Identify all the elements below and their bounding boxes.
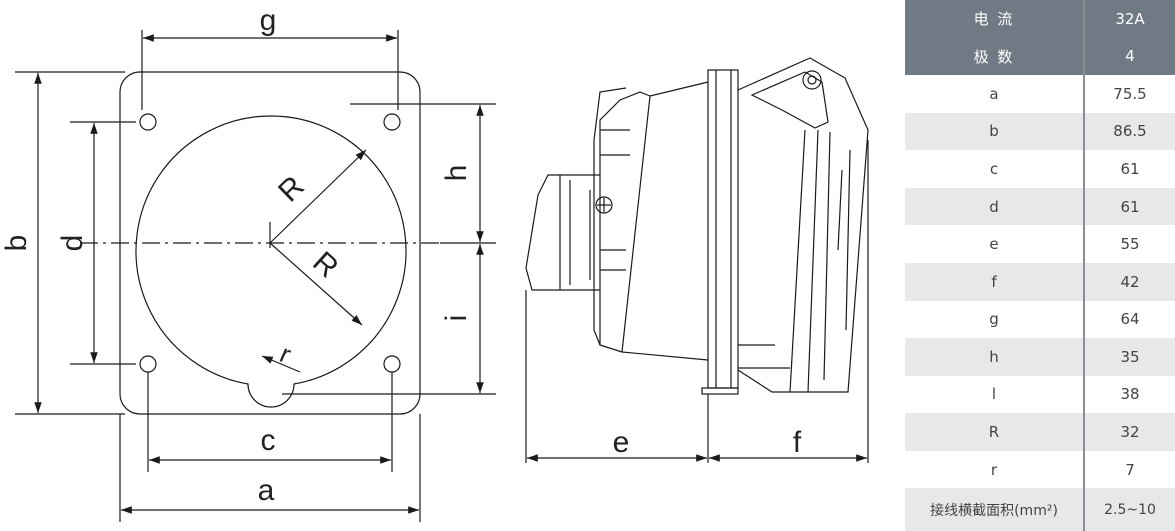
table-row-current: 电 流 32A <box>905 0 1175 38</box>
row-value: 86.5 <box>1084 112 1175 151</box>
row-label: 接线横截面积(mm²) <box>905 488 1085 531</box>
label-f: f <box>793 426 802 459</box>
row-label: g <box>905 300 1085 339</box>
row-value: 42 <box>1084 262 1175 301</box>
row-value: 38 <box>1120 385 1140 404</box>
row-label: l <box>905 375 1085 414</box>
table-row: d 61 <box>905 187 1175 226</box>
mount-hole <box>139 113 157 131</box>
table-row: f 42 <box>905 262 1175 301</box>
row-value: 2.5~10 <box>1084 488 1175 531</box>
table-row-cross-section: 接线横截面积(mm²) 2.5~10 <box>905 488 1175 531</box>
table-row-poles: 极 数 4 <box>905 37 1175 76</box>
front-socket-outline <box>135 115 407 408</box>
row-label: c <box>905 150 1085 188</box>
row-label: R <box>905 413 1085 451</box>
label-a: a <box>258 474 275 507</box>
spec-table: 电 流 32A 极 数 4 a 75.5 b 86.5 c 61 d 61 e … <box>905 0 1175 531</box>
label-b: b <box>0 235 33 252</box>
label-g: g <box>260 4 277 37</box>
row-label: e <box>905 225 1085 263</box>
row-label: r <box>905 450 1085 489</box>
row-label: 电 流 <box>905 0 1085 38</box>
dimension-diagram: g b d h i R R r c a e f <box>0 4 869 522</box>
dim-R-lower-line <box>269 242 363 326</box>
mount-hole <box>383 113 401 131</box>
row-label: h <box>905 338 1085 376</box>
dim-r-line <box>261 355 301 373</box>
row-value: 75.5 <box>1113 84 1147 103</box>
table-row: e 55 <box>905 225 1175 263</box>
row-value: 55 <box>1120 235 1140 254</box>
label-c: c <box>261 424 276 457</box>
row-value: 61 <box>1120 160 1140 179</box>
row-value: 7 <box>1125 460 1135 479</box>
table-row: g 64 <box>905 300 1175 339</box>
table-row: c 61 <box>905 150 1175 188</box>
table-row: R 32 <box>905 413 1175 451</box>
row-label: b <box>905 112 1085 151</box>
row-value: 35 <box>1084 338 1175 376</box>
table-row: b 86.5 <box>905 112 1175 151</box>
side-view <box>525 57 869 395</box>
label-r: r <box>276 338 296 369</box>
mount-hole <box>383 355 401 373</box>
table-row: a 75.5 <box>905 75 1175 113</box>
table-row: l 38 <box>905 375 1175 414</box>
mount-hole <box>139 355 157 373</box>
dim-R-upper-line <box>269 149 367 244</box>
row-value: 4 <box>1084 37 1175 76</box>
label-h: h <box>440 165 473 182</box>
label-d: d <box>56 235 89 252</box>
row-value: 32A <box>1084 0 1175 38</box>
label-e: e <box>613 426 630 459</box>
row-value: 32 <box>1084 413 1175 451</box>
row-label: a <box>905 75 1085 113</box>
table-row: h 35 <box>905 338 1175 376</box>
table-row: r 7 <box>905 450 1175 489</box>
row-label: 极 数 <box>905 37 1085 76</box>
row-value: 61 <box>1084 187 1175 226</box>
row-value: 64 <box>1120 310 1140 329</box>
label-R-upper: R <box>272 170 311 209</box>
label-R-lower: R <box>306 245 344 284</box>
row-label: d <box>905 187 1085 226</box>
row-label: f <box>905 262 1085 301</box>
label-i: i <box>440 315 473 322</box>
